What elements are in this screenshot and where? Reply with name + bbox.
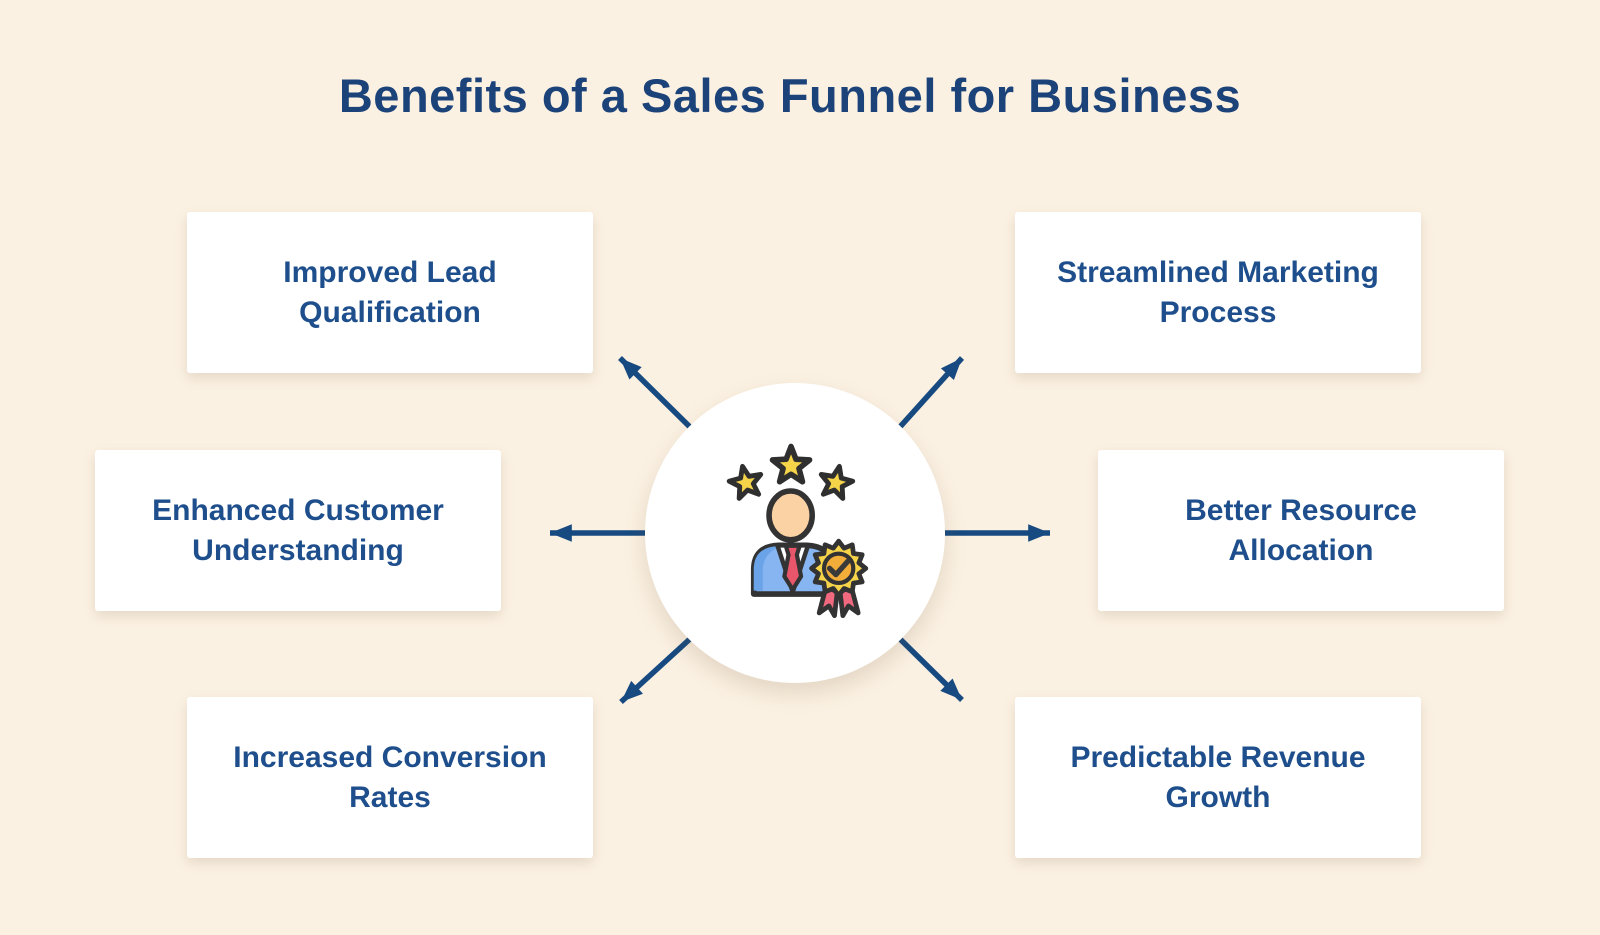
tie-icon — [781, 543, 803, 592]
benefit-card-top-left: Improved Lead Qualification — [187, 212, 593, 373]
benefit-label: Improved Lead Qualification — [283, 255, 497, 329]
arrow-top-right — [896, 356, 965, 430]
arrow-bottom-right — [897, 636, 964, 702]
page-title: Benefits of a Sales Funnel for Business — [338, 69, 1242, 122]
benefit-card-bottom-right: Predictable Revenue Growth — [1015, 697, 1421, 858]
benefit-label: Better Resource Allocation — [1185, 493, 1417, 567]
benefit-card-bottom-left: Increased Conversion Rates — [187, 697, 593, 858]
benefit-label: Enhanced Customer Understanding — [152, 493, 444, 567]
benefit-label: Increased Conversion Rates — [233, 740, 547, 814]
center-circle — [645, 383, 945, 683]
benefit-label: Streamlined Marketing Process — [1057, 255, 1379, 329]
award-rosette-icon — [808, 538, 868, 618]
benefit-label: Predictable Revenue Growth — [1070, 740, 1366, 814]
arrow-bottom-left — [619, 635, 693, 705]
benefit-card-middle-left: Enhanced Customer Understanding — [95, 450, 501, 611]
person-icon — [750, 487, 835, 597]
arrow-top-left — [618, 356, 693, 430]
benefit-card-top-right: Streamlined Marketing Process — [1015, 212, 1421, 373]
checkmark-icon — [826, 558, 850, 577]
customer-achievement-icon — [698, 436, 868, 618]
benefit-card-middle-right: Better Resource Allocation — [1098, 450, 1504, 611]
